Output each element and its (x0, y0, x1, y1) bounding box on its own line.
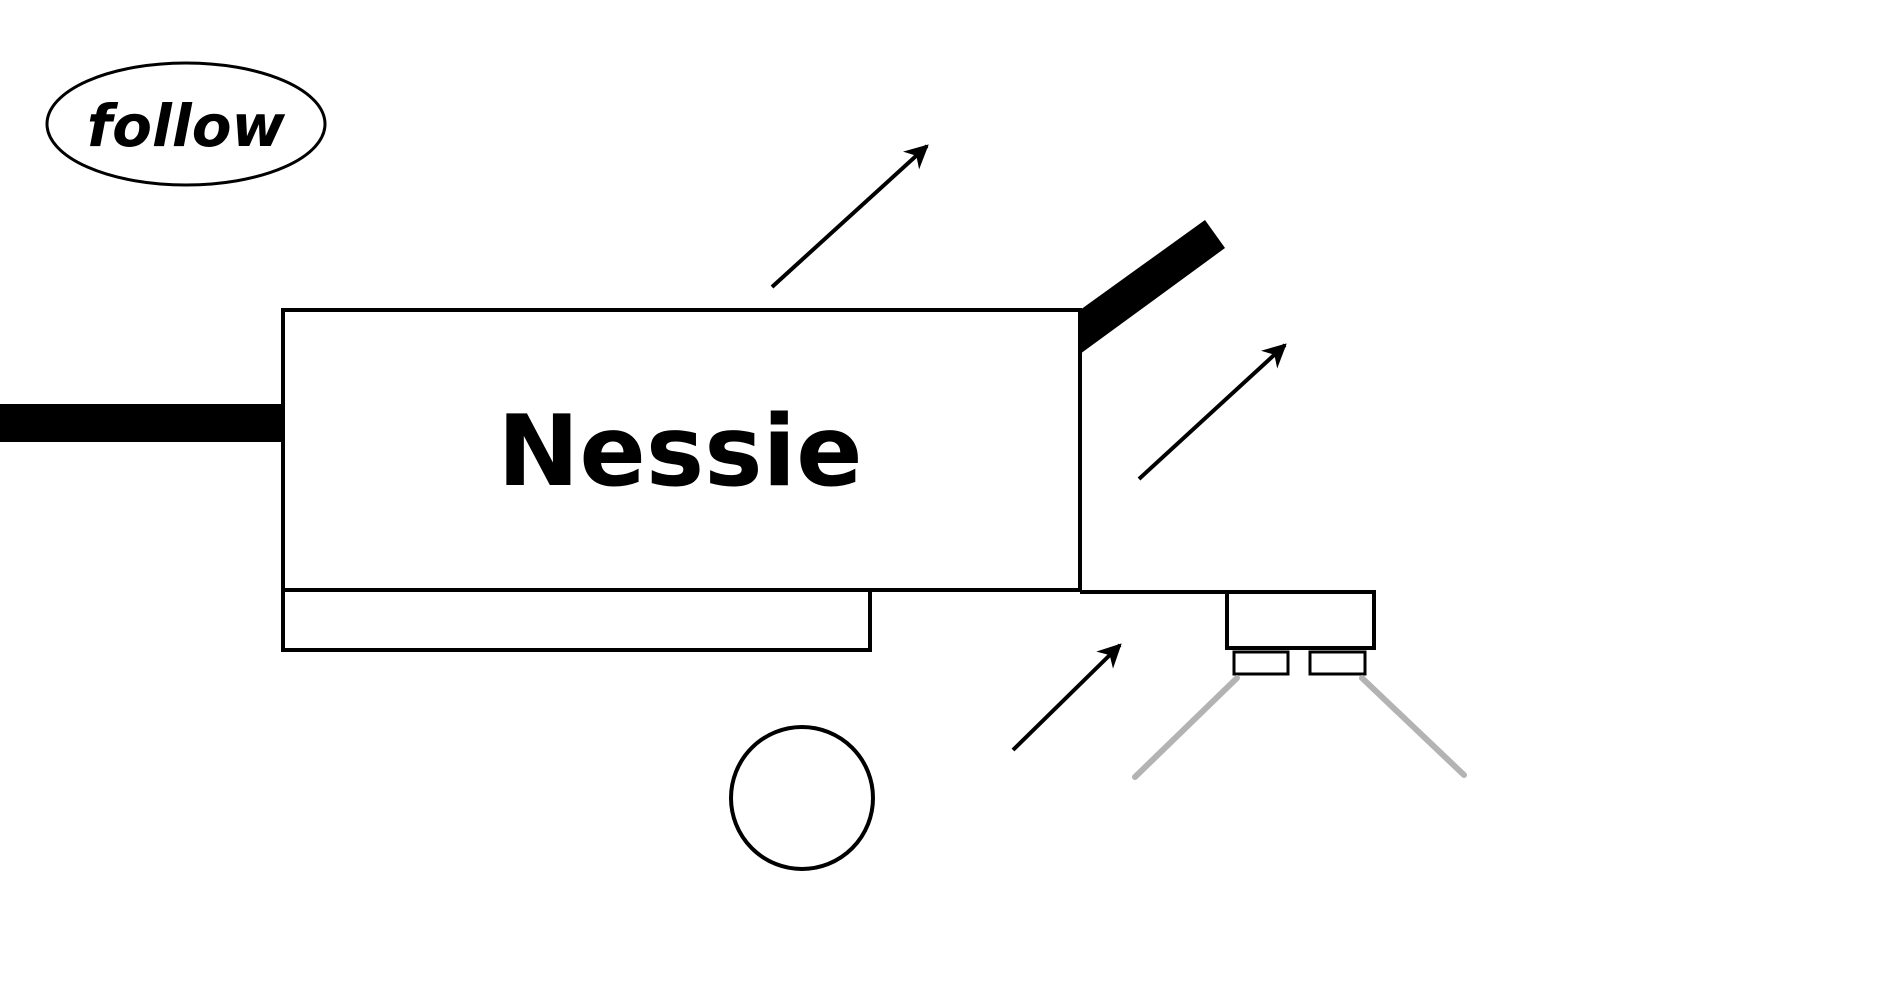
device-foot-left (1232, 650, 1290, 676)
follow-badge-label: follow (87, 92, 286, 160)
nessie-box-outline (281, 308, 1082, 592)
box-base-tray (281, 588, 872, 652)
arrow-middle (1137, 343, 1287, 481)
follow-badge-outline (45, 61, 327, 187)
device-foot-right (1308, 650, 1367, 676)
device-body (1225, 590, 1376, 650)
arrow-bottom (1011, 643, 1122, 752)
round-node (729, 725, 875, 871)
follow-badge[interactable]: follow (45, 61, 327, 187)
arrow-top (770, 144, 929, 289)
device-leg-right (1359, 675, 1467, 778)
diagonal-connector-bar (1080, 220, 1225, 354)
nessie-box-label: Nessie (497, 395, 862, 509)
left-connector-bar (0, 404, 283, 442)
device-leg-left (1132, 675, 1240, 780)
device-unit (1132, 590, 1467, 780)
nessie-box[interactable]: Nessie (281, 308, 1082, 592)
